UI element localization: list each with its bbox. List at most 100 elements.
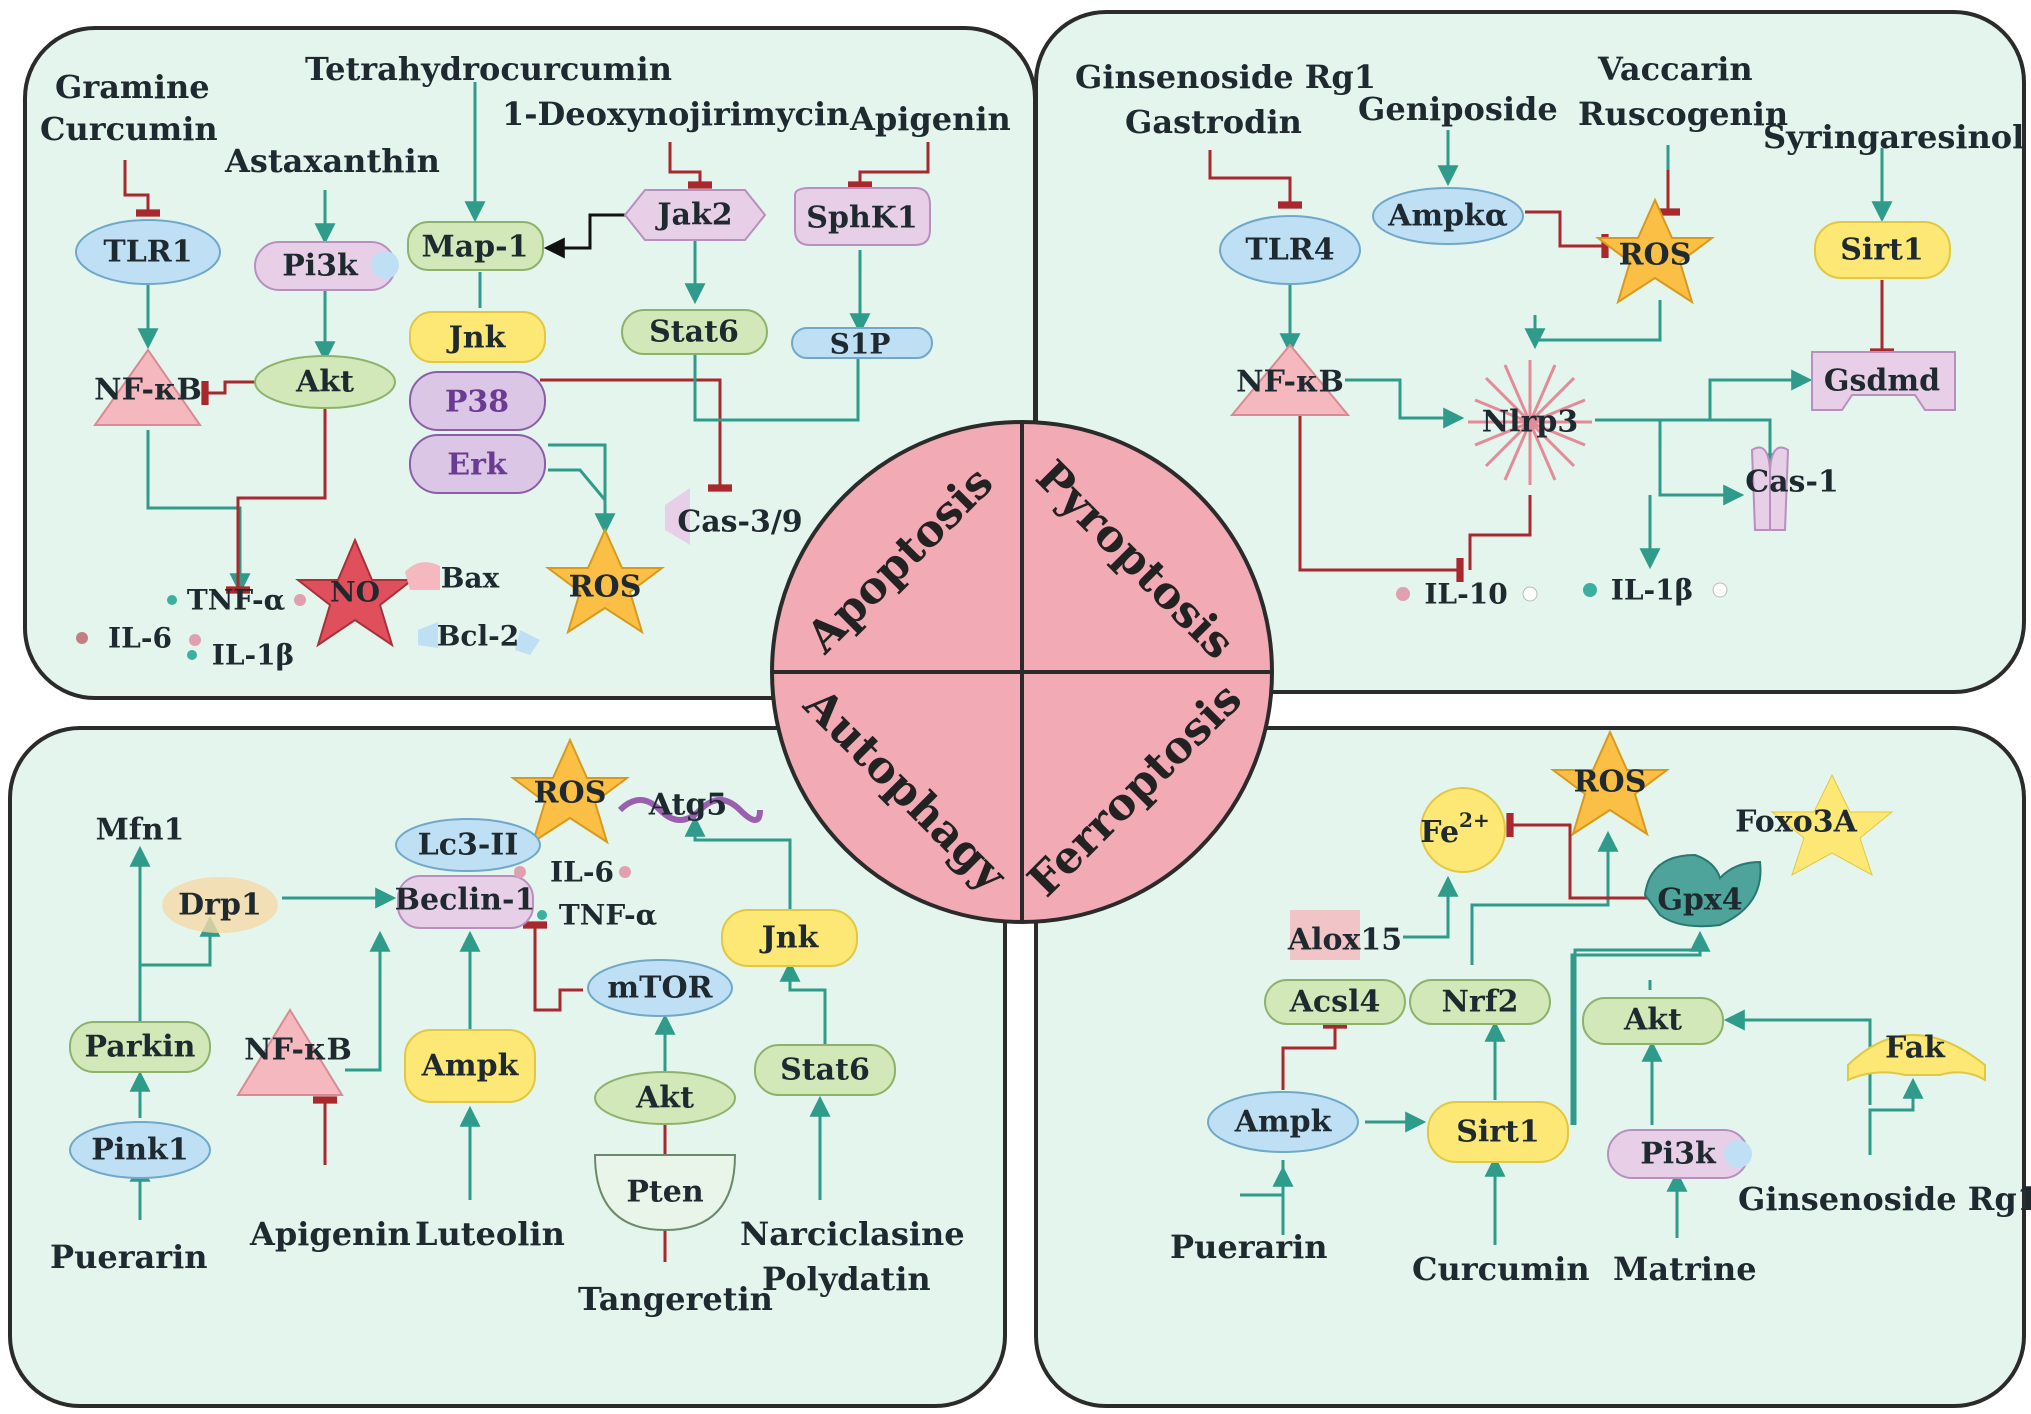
bl-node-mtor: mTOR <box>587 959 733 1017</box>
tl-node-no: NO <box>295 537 415 648</box>
svg-text:Atg5: Atg5 <box>648 788 727 823</box>
svg-text:NF-κB: NF-κB <box>1236 365 1344 400</box>
svg-text:TLR4: TLR4 <box>1245 233 1334 268</box>
svg-text:Gsdmd: Gsdmd <box>1824 364 1940 399</box>
bl-drug-luteolin: Luteolin <box>415 1215 565 1253</box>
svg-text:Sirt1: Sirt1 <box>1456 1115 1540 1150</box>
tl-node-bcl2: Bcl-2 <box>418 620 540 655</box>
tr-drug-geniposide: Geniposide <box>1358 90 1558 128</box>
svg-text:TNF-α: TNF-α <box>559 899 657 932</box>
svg-text:Stat6: Stat6 <box>780 1053 870 1088</box>
tl-node-bax: Bax <box>405 562 500 595</box>
svg-text:Nrf2: Nrf2 <box>1441 985 1518 1020</box>
br-node-ros: ROS <box>1550 729 1670 837</box>
tl-drug-deoxynojirimycin: 1-Deoxynojirimycin <box>502 95 849 133</box>
tl-node-sphk1: SphK1 <box>794 187 931 246</box>
tl-drug-astaxanthin: Astaxanthin <box>224 142 440 180</box>
tl-drug-apigenin: Apigenin <box>849 100 1011 138</box>
br-node-ampk: Ampk <box>1207 1091 1359 1153</box>
br-drug-curcumin: Curcumin <box>1412 1250 1590 1288</box>
tr-drug-ginsenoside: Ginsenoside Rg1 <box>1075 58 1376 96</box>
svg-text:Jnk: Jnk <box>759 921 820 956</box>
tl-node-s1p: S1P <box>791 327 933 361</box>
svg-text:IL-1β: IL-1β <box>212 639 294 672</box>
bl-node-drp1: Drp1 <box>162 877 278 933</box>
panel-ferroptosis <box>1034 726 2026 1408</box>
svg-text:TNF-α: TNF-α <box>187 584 285 617</box>
svg-text:Erk: Erk <box>447 448 508 483</box>
tr-node-cas1: Cas-1 <box>1745 446 1839 531</box>
svg-text:Stat6: Stat6 <box>649 315 739 350</box>
bl-node-lc3: Lc3-II <box>395 818 541 872</box>
tl-drug-tetrahydrocurcumin: Tetrahydrocurcumin <box>305 50 672 88</box>
svg-text:S1P: S1P <box>830 328 891 361</box>
tl-node-stat6: Stat6 <box>621 309 768 355</box>
br-node-alox15: Alox15 <box>1287 910 1402 960</box>
svg-text:NF-κB: NF-κB <box>244 1033 352 1068</box>
svg-text:Ampkα: Ampkα <box>1387 199 1508 234</box>
tl-drug-gramine: Gramine <box>55 68 210 106</box>
tl-node-akt: Akt <box>254 355 396 409</box>
svg-text:Pink1: Pink1 <box>91 1133 188 1168</box>
svg-text:Bcl-2: Bcl-2 <box>437 620 519 653</box>
svg-text:mTOR: mTOR <box>607 971 713 1006</box>
tr-node-ampka: Ampkα <box>1372 187 1524 245</box>
tl-edges <box>123 82 930 595</box>
svg-text:Sirt1: Sirt1 <box>1840 233 1924 268</box>
svg-text:Cas-3/9: Cas-3/9 <box>677 505 802 540</box>
bl-drug-polydatin: Polydatin <box>762 1260 931 1298</box>
svg-text:IL-6: IL-6 <box>108 622 172 655</box>
bl-node-pten: Pten <box>593 1154 737 1232</box>
svg-text:ROS: ROS <box>534 776 607 811</box>
tr-node-gsdmd: Gsdmd <box>1811 351 1956 411</box>
bl-node-nfkb: NF-κB <box>236 1008 352 1096</box>
bl-node-parkin: Parkin <box>69 1021 211 1073</box>
br-node-sirt1: Sirt1 <box>1427 1101 1569 1163</box>
tl-node-p38: P38 <box>409 371 546 431</box>
tl-node-pi3k: Pi3k <box>254 241 399 291</box>
svg-text:Nlrp3: Nlrp3 <box>1482 405 1578 440</box>
tl-node-jnk: Jnk <box>409 311 546 363</box>
svg-text:IL-1β: IL-1β <box>1611 574 1693 607</box>
tl-node-map1: Map-1 <box>407 221 544 271</box>
bl-drug-apigenin: Apigenin <box>249 1215 411 1253</box>
br-node-fak: Fak <box>1847 1031 1986 1082</box>
tl-node-il6: IL-6 <box>76 622 201 655</box>
svg-text:NF-κB: NF-κB <box>94 373 202 408</box>
svg-text:Drp1: Drp1 <box>178 888 262 923</box>
svg-text:Jak2: Jak2 <box>654 198 732 233</box>
svg-text:Bax: Bax <box>441 562 500 595</box>
br-node-acsl4: Acsl4 <box>1264 979 1406 1025</box>
svg-text:IL-6: IL-6 <box>550 856 614 889</box>
br-node-foxo3a: Foxo3A <box>1735 773 1894 877</box>
svg-text:Beclin-1: Beclin-1 <box>395 883 536 918</box>
bl-node-jnk: Jnk <box>721 909 858 967</box>
tl-node-ros: ROS <box>545 527 665 635</box>
tl-node-cas39: Cas-3/9 <box>665 488 803 545</box>
bl-node-ampk: Ampk <box>404 1029 536 1103</box>
tr-edges <box>1208 130 1894 582</box>
svg-text:Fe2+: Fe2+ <box>1420 808 1489 850</box>
bl-drug-tangeretin: Tangeretin <box>578 1280 773 1318</box>
svg-text:Pten: Pten <box>626 1175 704 1210</box>
svg-text:Map-1: Map-1 <box>422 230 529 265</box>
svg-text:Lc3-II: Lc3-II <box>418 828 519 863</box>
svg-text:ROS: ROS <box>1619 238 1692 273</box>
tl-node-nfkb: NF-κB <box>93 348 202 426</box>
svg-text:SphK1: SphK1 <box>806 201 917 236</box>
tr-node-il1b: IL-1β <box>1583 574 1728 607</box>
svg-text:Pi3k: Pi3k <box>282 249 359 284</box>
bl-node-akt: Akt <box>594 1071 736 1125</box>
svg-text:Alox15: Alox15 <box>1287 923 1402 958</box>
svg-text:P38: P38 <box>445 385 509 420</box>
svg-text:Jnk: Jnk <box>446 321 507 356</box>
br-drug-matrine: Matrine <box>1613 1250 1757 1288</box>
svg-text:Fak: Fak <box>1885 1031 1946 1066</box>
svg-text:Parkin: Parkin <box>85 1030 196 1065</box>
bl-node-stat6: Stat6 <box>754 1044 896 1096</box>
tr-node-ros: ROS <box>1595 197 1715 305</box>
svg-text:Akt: Akt <box>635 1081 694 1116</box>
tl-node-tnfa: TNF-α <box>167 584 306 617</box>
